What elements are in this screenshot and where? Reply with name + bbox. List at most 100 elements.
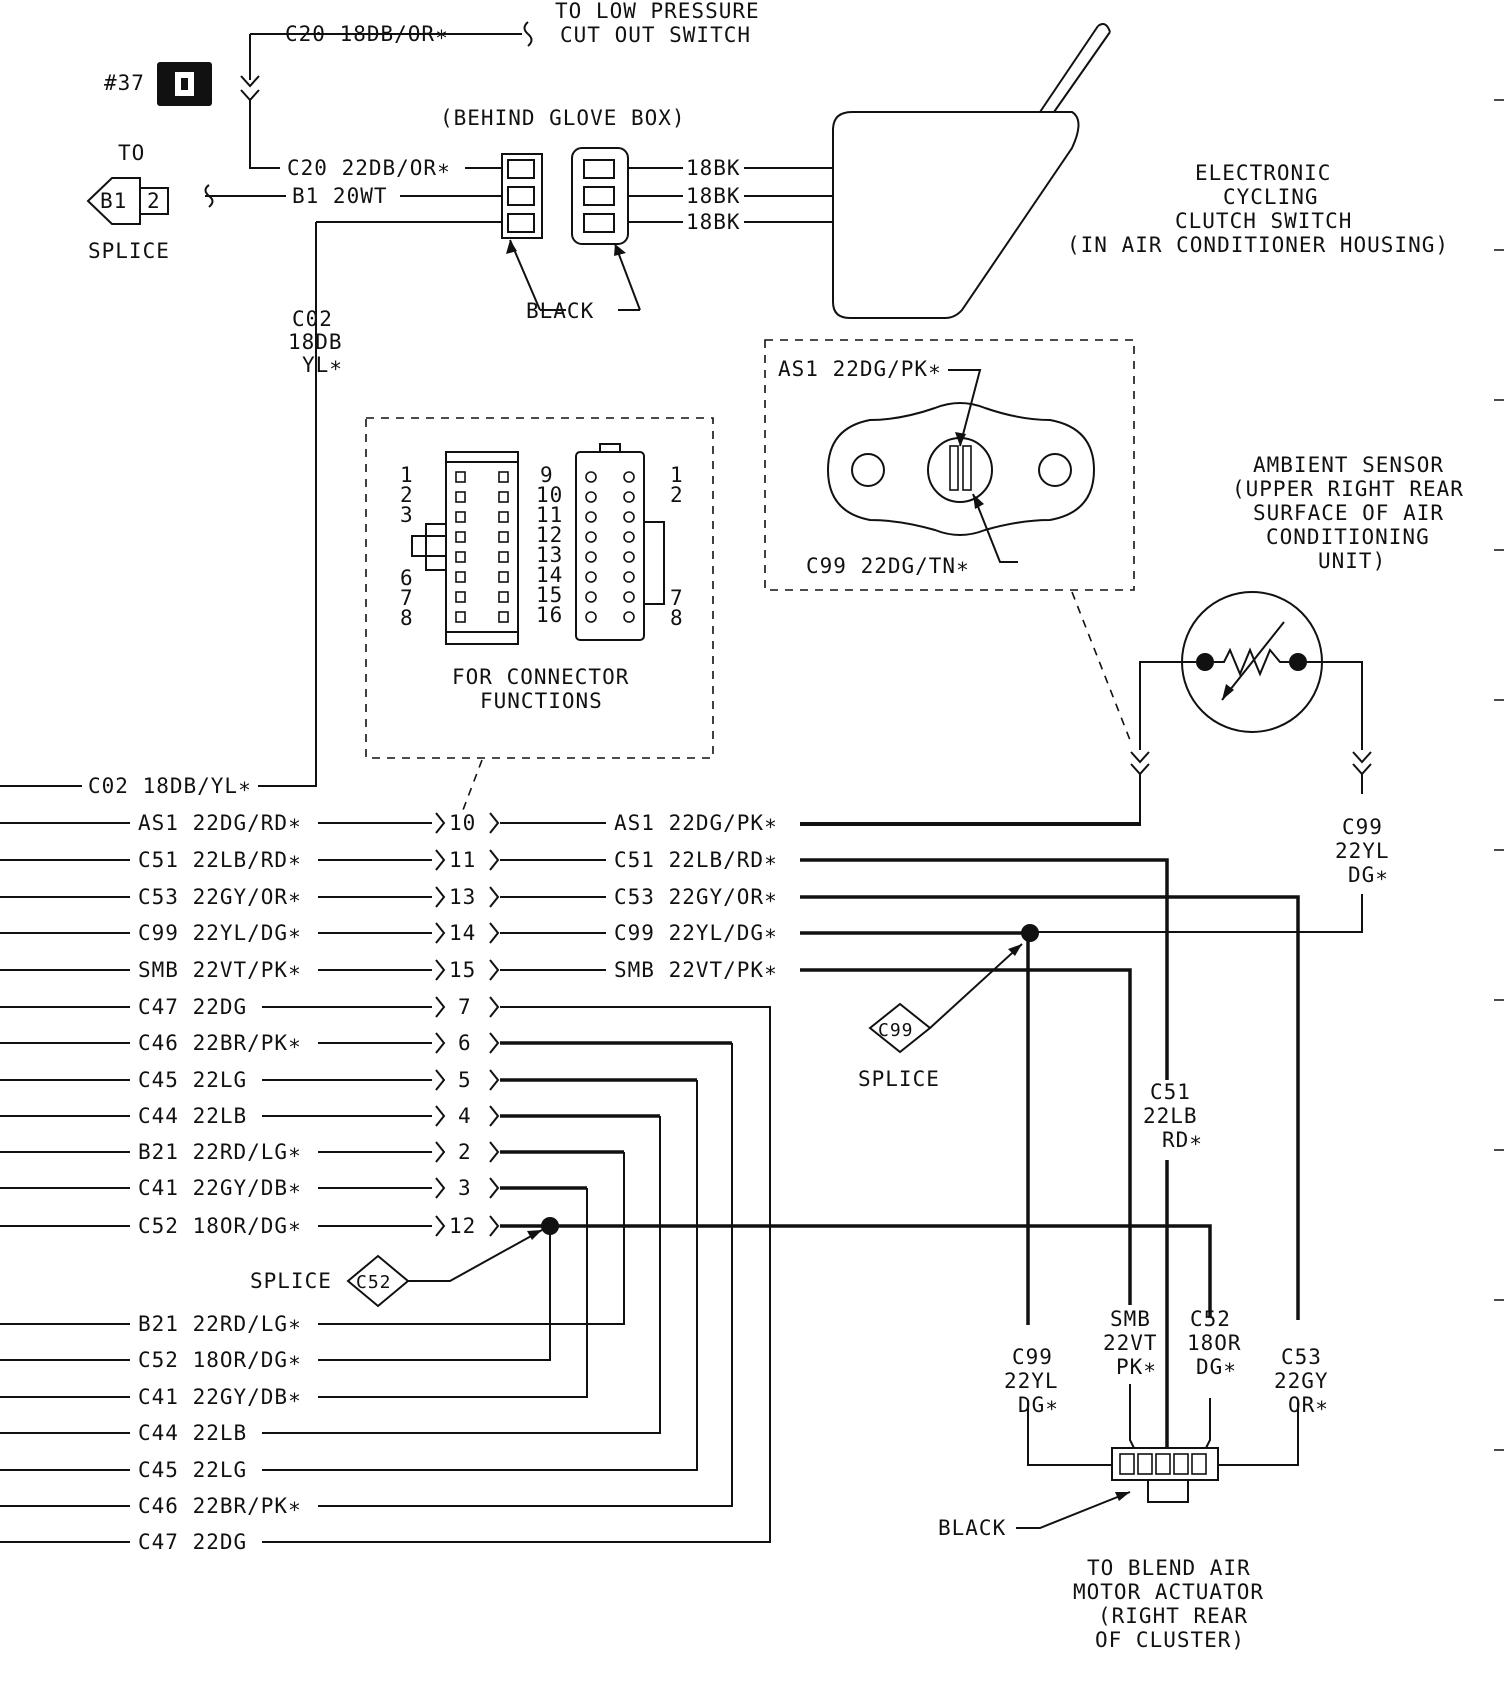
ambient-c99-line1: C99 [1342,815,1383,839]
left-wire-label: C47 22DG [138,995,247,1019]
cf-left-pin: 1 [400,463,414,487]
connector-functions-box: 1 2 3 6 7 8 9 10 11 12 13 14 15 16 1 2 7… [365,417,714,811]
left-wire-label: AS1 22DG/RD∗ [138,811,302,835]
cf-right-pin: 8 [670,606,684,630]
right-wire-label: C53 22GY/OR∗ [614,885,778,909]
cf-mid-pin: 10 [536,483,563,507]
ambient-c99-line3: DG∗ [1348,863,1389,887]
vlabel-c53: C53 [1281,1345,1322,1369]
lower-wire-label: C41 22GY/DB∗ [138,1385,302,1409]
ecc-line4: (IN AIR CONDITIONER HOUSING) [1067,233,1449,257]
pin-number: 2 [458,1140,472,1164]
b1-diamond-label: B1 [100,189,127,213]
left-wire-label: SMB 22VT/PK∗ [138,958,302,982]
lower-wire-label: B21 22RD/LG∗ [138,1312,302,1336]
b1-pin-label: 2 [147,189,161,213]
to-label: TO [118,141,145,165]
ecc-line3: CLUTCH SWITCH [1175,209,1352,233]
c02-line1: C02 [292,307,333,331]
switch-wire-2-label: 18BK [686,184,741,208]
lower-wire-label: C52 18OR/DG∗ [138,1348,302,1372]
cf-mid-pin: 13 [536,543,563,567]
ecc-switch: 18BK 18BK 18BK ELECTRONIC CYCLING CLUTCH… [628,23,1449,319]
ambient-line5: UNIT) [1318,549,1386,573]
c99-splice-node [1021,924,1039,942]
c20-lower-wire-label: C20 22DB/OR∗ [287,156,451,180]
vlabel-c53: OR∗ [1288,1393,1329,1417]
edge-ticks [1494,99,1504,1451]
pin-number: 7 [458,995,472,1019]
ambient-line4: CONDITIONING [1266,525,1430,549]
pin-number: 3 [458,1176,472,1200]
c02-line2: 18DB [288,330,343,354]
cf-left-pin: 6 [400,566,414,590]
blend-air-actuator: BLACK TO BLEND AIR MOTOR ACTUATOR (RIGHT… [938,1447,1264,1652]
c02-line3: YL∗ [302,353,343,377]
inline-connector-pins: 10 11 13 14 15 7 6 5 4 2 3 12 [435,811,500,1238]
cf-left-pin: 3 [400,503,414,527]
ground-ref-label: #37 [104,71,145,95]
harness-lower-wires: B21 22RD/LG∗ C52 18OR/DG∗ C41 22GY/DB∗ C… [0,1312,302,1554]
right-wire-label: SMB 22VT/PK∗ [614,958,778,982]
vlabel-c52: DG∗ [1196,1355,1237,1379]
ecc-line1: ELECTRONIC [1195,161,1331,185]
vlabel-c51: RD∗ [1162,1128,1203,1152]
right-wire-label: C99 22YL/DG∗ [614,921,778,945]
cf-mid-pin: 14 [536,563,563,587]
left-wire-label: C02 18DB/YL∗ [88,774,252,798]
ambient-c99-line2: 22YL [1335,839,1390,863]
b1-splice-label: SPLICE [88,239,170,263]
vlabel-c53: 22GY [1274,1369,1329,1393]
ambient-sensor: AMBIENT SENSOR (UPPER RIGHT REAR SURFACE… [800,453,1463,933]
left-wire-label: C99 22YL/DG∗ [138,921,302,945]
low-pressure-dest-line2: CUT OUT SWITCH [560,23,751,47]
ambient-line1: AMBIENT SENSOR [1253,453,1444,477]
c99-splice-diamond: C99 [878,1020,914,1041]
low-pressure-dest-line1: TO LOW PRESSURE [555,0,760,23]
actuator-line2: MOTOR ACTUATOR [1073,1580,1264,1604]
connector-right-cavities [585,471,635,623]
right-wire-label: C51 22LB/RD∗ [614,848,778,872]
left-wire-label: C52 18OR/DG∗ [138,1214,302,1238]
pin-number: 11 [449,848,476,872]
vlabel-smb: SMB [1110,1307,1151,1331]
vlabel-smb: PK∗ [1116,1355,1157,1379]
left-wire-label: C51 22LB/RD∗ [138,848,302,872]
cf-mid-pin: 16 [536,603,563,627]
b1-splice-ref: TO B1 2 SPLICE [86,141,170,263]
switch-wire-1-label: 18BK [686,156,741,180]
connector-pin-numbers: 1 2 3 6 7 8 9 10 11 12 13 14 15 16 1 2 7… [400,463,684,630]
ecc-line2: CYCLING [1223,185,1319,209]
ground-ref-icon [157,62,212,106]
glove-box-connector-male [571,147,629,245]
left-wire-label: B21 22RD/LG∗ [138,1140,302,1164]
cf-right-pin: 7 [670,586,684,610]
vlabel-smb: 22VT [1103,1331,1158,1355]
actuator-line4: OF CLUSTER) [1095,1628,1245,1652]
cf-mid-pin: 11 [536,503,563,527]
connector-functions-caption-1: FOR CONNECTOR [452,665,629,689]
actuator-line3: (RIGHT REAR [1098,1604,1248,1628]
left-wire-label: C46 22BR/PK∗ [138,1031,302,1055]
switch-wire-3-label: 18BK [686,210,741,234]
left-wire-label: C45 22LG [138,1068,247,1092]
c52-splice-node [541,1217,559,1235]
vlabel-c51: C51 [1150,1080,1191,1104]
connector-left-cavities [455,471,509,623]
pin-number: 4 [458,1104,472,1128]
lower-wire-label: C44 22LB [138,1421,247,1445]
vertical-wire-labels: C51 22LB RD∗ SMB 22VT PK∗ C52 18OR DG∗ C… [1004,1080,1329,1417]
cf-right-pin: 1 [670,463,684,487]
pin-number: 14 [449,921,476,945]
glove-box-connector-female [501,153,543,239]
cf-left-pin: 2 [400,483,414,507]
sensor-as1-label: AS1 22DG/PK∗ [778,357,942,381]
b1-wire-label: B1 20WT [292,184,388,208]
ambient-line3: SURFACE OF AIR [1253,501,1444,525]
pin-number: 13 [449,885,476,909]
vlabel-c52: 18OR [1187,1331,1242,1355]
behind-glove-box-label: (BEHIND GLOVE BOX) [440,106,686,130]
glove-box-connector: (BEHIND GLOVE BOX) C20 22DB/OR∗ B1 20WT … [204,106,686,787]
c99-splice-label: SPLICE [858,1067,940,1091]
